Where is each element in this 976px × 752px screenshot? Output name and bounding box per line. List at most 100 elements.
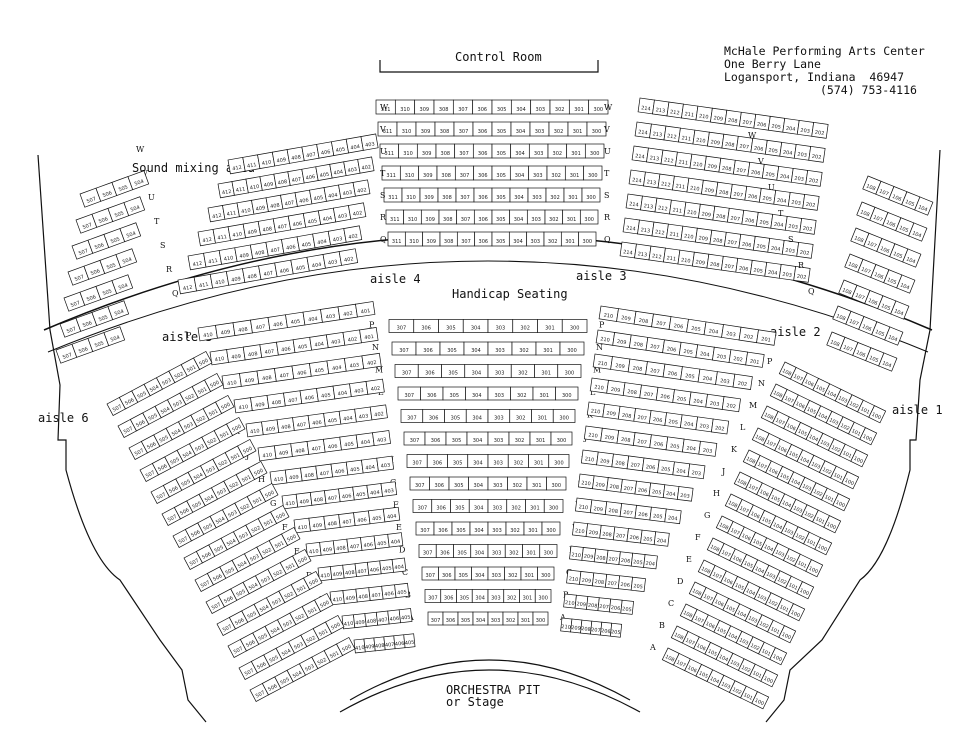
seat[interactable]	[890, 300, 910, 320]
seat[interactable]	[127, 170, 150, 191]
seat[interactable]	[808, 146, 826, 163]
seat[interactable]	[581, 187, 601, 203]
seat[interactable]	[237, 438, 257, 458]
seat[interactable]	[111, 274, 134, 295]
seat[interactable]	[802, 194, 820, 211]
seat[interactable]	[355, 301, 376, 318]
seat[interactable]	[643, 554, 658, 570]
seat[interactable]	[394, 582, 410, 599]
seat[interactable]	[303, 570, 323, 590]
seat[interactable]	[811, 122, 829, 139]
seat[interactable]	[664, 508, 682, 525]
seat[interactable]	[119, 222, 142, 243]
seat[interactable]	[751, 691, 770, 710]
seat[interactable]	[878, 352, 898, 372]
seat[interactable]	[620, 599, 634, 615]
seat[interactable]	[357, 156, 375, 174]
seat[interactable]	[204, 372, 224, 392]
seat[interactable]	[532, 611, 549, 626]
seat[interactable]	[721, 396, 741, 413]
seat[interactable]	[787, 603, 806, 622]
seat[interactable]	[555, 386, 579, 401]
seat[interactable]	[281, 526, 301, 546]
seat[interactable]	[348, 202, 367, 220]
seat[interactable]	[259, 482, 279, 502]
seat[interactable]	[769, 647, 788, 666]
seat[interactable]	[107, 300, 130, 321]
seat[interactable]	[391, 557, 407, 573]
seat[interactable]	[541, 521, 561, 536]
seat[interactable]	[832, 493, 851, 512]
seat[interactable]	[778, 625, 797, 644]
seat[interactable]	[336, 636, 356, 656]
seat[interactable]	[859, 427, 878, 446]
seat[interactable]	[908, 222, 928, 242]
seat[interactable]	[398, 608, 413, 624]
seat[interactable]	[534, 589, 552, 603]
seat[interactable]	[292, 548, 312, 568]
seat[interactable]	[343, 225, 363, 243]
seat[interactable]	[552, 409, 576, 423]
seat[interactable]	[550, 431, 573, 446]
seat[interactable]	[630, 576, 646, 593]
seat[interactable]	[361, 352, 382, 370]
seat[interactable]	[914, 196, 934, 216]
seat[interactable]	[193, 350, 213, 370]
seat[interactable]	[380, 481, 398, 497]
seat[interactable]	[745, 351, 765, 368]
seat[interactable]	[387, 532, 404, 548]
seat[interactable]	[579, 209, 599, 225]
seat[interactable]	[586, 121, 607, 137]
seat[interactable]	[543, 499, 564, 513]
seat[interactable]	[796, 581, 815, 600]
seat[interactable]	[226, 416, 246, 436]
seat[interactable]	[369, 404, 388, 421]
seat[interactable]	[884, 326, 904, 346]
seat[interactable]	[561, 319, 588, 333]
seat[interactable]	[537, 566, 555, 581]
seat[interactable]	[760, 669, 779, 688]
seat[interactable]	[103, 326, 126, 347]
seat[interactable]	[711, 418, 730, 435]
seat[interactable]	[756, 329, 777, 346]
seat[interactable]	[796, 242, 814, 259]
seat[interactable]	[868, 405, 887, 424]
seat[interactable]	[270, 504, 290, 524]
seat[interactable]	[115, 248, 138, 269]
seat[interactable]	[365, 378, 385, 395]
seat[interactable]	[360, 133, 379, 151]
seat[interactable]	[314, 592, 334, 612]
seat[interactable]	[841, 471, 860, 490]
seat[interactable]	[896, 274, 916, 294]
seat[interactable]	[805, 170, 823, 187]
seat[interactable]	[814, 537, 833, 556]
seat[interactable]	[823, 515, 842, 534]
seat[interactable]	[325, 614, 345, 634]
seat[interactable]	[609, 622, 623, 638]
seat[interactable]	[248, 460, 268, 480]
seat[interactable]	[372, 430, 391, 447]
seat[interactable]	[732, 373, 753, 390]
seat[interactable]	[805, 559, 824, 578]
seat[interactable]	[359, 327, 379, 344]
seat[interactable]	[584, 143, 605, 159]
seat[interactable]	[539, 544, 558, 558]
seat[interactable]	[583, 165, 603, 181]
seat[interactable]	[376, 455, 395, 472]
seat[interactable]	[382, 506, 401, 523]
seat[interactable]	[850, 449, 869, 468]
seat[interactable]	[559, 341, 585, 356]
seat[interactable]	[403, 633, 416, 649]
seat[interactable]	[215, 394, 235, 414]
seat[interactable]	[687, 463, 706, 480]
seat[interactable]	[676, 486, 694, 502]
seat[interactable]	[578, 231, 597, 247]
seat[interactable]	[588, 99, 609, 115]
seat[interactable]	[546, 476, 567, 491]
seat[interactable]	[557, 364, 582, 378]
seat[interactable]	[653, 531, 670, 547]
seat[interactable]	[548, 454, 570, 468]
seat[interactable]	[799, 218, 817, 235]
seat[interactable]	[793, 266, 811, 283]
seat[interactable]	[902, 248, 922, 268]
